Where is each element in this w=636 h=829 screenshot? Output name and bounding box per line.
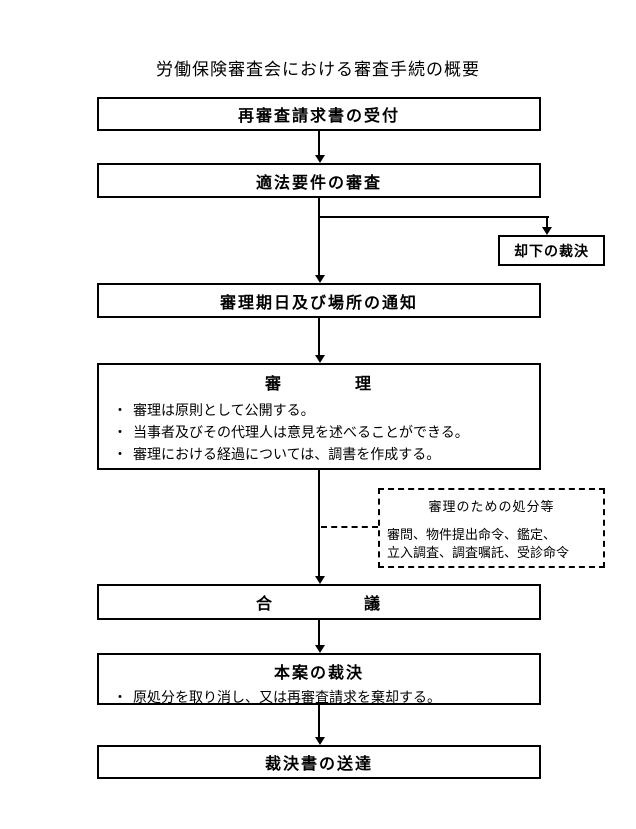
dispositions-title: 審理のための処分等 xyxy=(428,499,555,514)
flow-box-notice: 審理期日及び場所の通知 xyxy=(97,283,541,318)
dashed-box-dispositions: 審理のための処分等 審問、物件提出命令、鑑定、 立入調査、調査嘱託、受診命令 xyxy=(378,488,605,568)
flow-box-decision: 本案の裁決 ・ 原処分を取り消し、又は再審査請求を棄却する。 xyxy=(97,653,541,706)
arrowhead-hearing xyxy=(315,355,325,363)
hearing-bullet-3: ・ 審理における経過については、調書を作成する。 xyxy=(113,445,539,467)
hearing-bullet-2: ・ 当事者及びその代理人は意見を述べることができる。 xyxy=(113,423,539,445)
connector-legality-to-notice xyxy=(318,198,320,276)
hearing-bullet-1: ・ 審理は原則として公開する。 xyxy=(113,401,539,423)
bullet-marker: ・ xyxy=(113,426,127,441)
connector-deliberation-to-decision xyxy=(318,620,320,646)
connector-notice-to-hearing xyxy=(318,318,320,356)
arrowhead-dismissal xyxy=(542,227,552,235)
dashed-connector-dispositions xyxy=(321,526,378,528)
flow-box-dismissal: 却下の裁決 xyxy=(498,235,605,266)
dispositions-line-2: 立入調査、調査嘱託、受診命令 xyxy=(387,545,570,560)
page-title: 労働保険審査会における審査手続の概要 xyxy=(156,60,480,79)
flow-box-receipt: 再審査請求書の受付 xyxy=(97,97,541,131)
flow-box-hearing: 審 理 ・ 審理は原則として公開する。 ・ 当事者及びその代理人は意見を述べるこ… xyxy=(97,363,541,470)
bullet-marker: ・ xyxy=(113,691,127,706)
bullet-marker: ・ xyxy=(113,404,127,419)
decision-bullet-list: ・ 原処分を取り消し、又は再審査請求を棄却する。 xyxy=(99,688,539,710)
arrowhead-legality xyxy=(315,155,325,163)
connector-hearing-to-deliberation xyxy=(318,470,320,577)
branch-line-horizontal xyxy=(319,216,549,218)
arrowhead-notice xyxy=(315,275,325,283)
decision-bullet-1-text: 原処分を取り消し、又は再審査請求を棄却する。 xyxy=(133,691,441,706)
flow-box-deliberation-label: 合 議 xyxy=(255,596,382,613)
bullet-marker: ・ xyxy=(113,448,127,463)
hearing-title: 審 理 xyxy=(264,376,373,393)
decision-bullet-1: ・ 原処分を取り消し、又は再審査請求を棄却する。 xyxy=(113,688,539,710)
flow-box-legality: 適法要件の審査 xyxy=(97,163,541,198)
branch-line-vertical xyxy=(546,216,548,228)
flow-box-service: 裁決書の送達 xyxy=(97,745,541,779)
flow-box-dismissal-label: 却下の裁決 xyxy=(514,242,589,259)
flow-box-service-label: 裁決書の送達 xyxy=(264,756,373,773)
connector-receipt-to-legality xyxy=(318,131,320,156)
hearing-bullet-list: ・ 審理は原則として公開する。 ・ 当事者及びその代理人は意見を述べることができ… xyxy=(99,401,539,467)
dispositions-line-1: 審問、物件提出命令、鑑定、 xyxy=(387,527,557,542)
hearing-bullet-1-text: 審理は原則として公開する。 xyxy=(133,404,315,419)
dispositions-body: 審問、物件提出命令、鑑定、 立入調査、調査嘱託、受診命令 xyxy=(380,526,603,562)
arrowhead-service xyxy=(315,737,325,745)
arrowhead-decision xyxy=(315,645,325,653)
connector-decision-to-service xyxy=(318,705,320,738)
flow-box-deliberation: 合 議 xyxy=(97,584,541,620)
decision-title: 本案の裁決 xyxy=(273,665,364,682)
hearing-bullet-3-text: 審理における経過については、調書を作成する。 xyxy=(133,448,441,463)
flow-box-legality-label: 適法要件の審査 xyxy=(255,174,382,192)
arrowhead-deliberation xyxy=(315,576,325,584)
flow-box-receipt-label: 再審査請求書の受付 xyxy=(237,108,400,125)
hearing-bullet-2-text: 当事者及びその代理人は意見を述べることができる。 xyxy=(133,426,469,441)
flow-box-notice-label: 審理期日及び場所の通知 xyxy=(219,294,418,312)
